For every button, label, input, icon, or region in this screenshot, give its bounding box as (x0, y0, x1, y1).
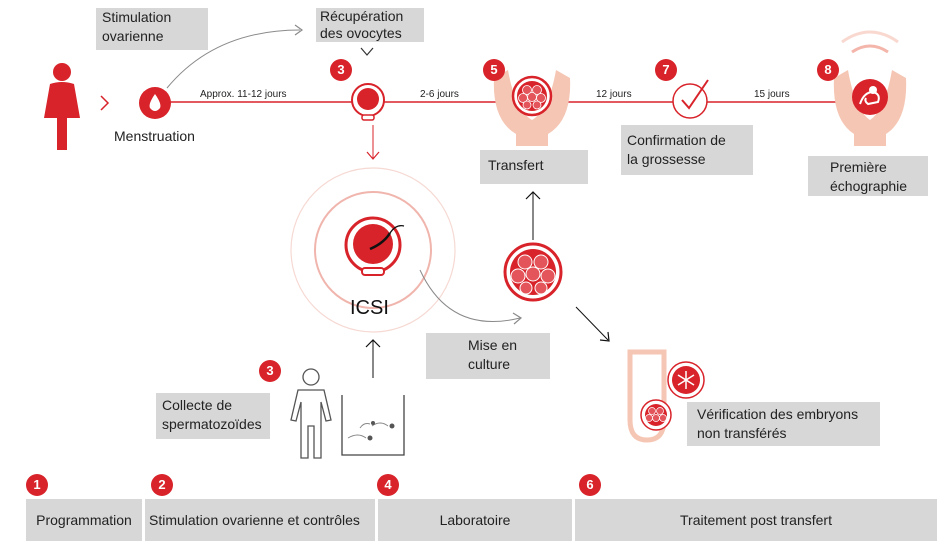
duration-3: 12 jours (596, 89, 632, 100)
wave-inner (851, 44, 889, 54)
icsi-egg-icon (344, 216, 405, 276)
echo-box: Première échographie (808, 156, 928, 196)
arrow-head-recuperation (294, 24, 304, 36)
phase-badge-6: 6 (579, 474, 601, 496)
embryo-cluster-icon (503, 242, 563, 302)
arrow-diag-verif (575, 306, 609, 341)
transfert-label: Transfert (488, 157, 544, 173)
culture-box: Mise en culture (426, 333, 550, 379)
sperm-beaker-icon (341, 395, 405, 456)
phase-stimulation-label: Stimulation ovarienne et contrôles (149, 512, 360, 528)
recuperation-box: Récupération des ovocytes (316, 8, 424, 42)
phase-laboratoire: Laboratoire (378, 499, 572, 541)
arrow-head-verif (599, 331, 610, 342)
confirmation-line2: la grossesse (627, 151, 706, 167)
culture-line2: culture (468, 356, 511, 372)
step-badge-5: 5 (483, 59, 505, 81)
collecte-line1: Collecte de (162, 397, 233, 413)
step-badge-8: 8 (817, 59, 839, 81)
duration-2: 2-6 jours (420, 89, 459, 100)
wave-outer (841, 30, 899, 44)
duration-4: 15 jours (754, 89, 790, 100)
recuperation-line2: des ovocytes (320, 25, 402, 41)
echo-line1: Première (830, 159, 887, 175)
verification-line1: Vérification des embryons (697, 406, 859, 422)
phase-post-transfert-label: Traitement post transfert (680, 512, 832, 528)
step-badge-3-bottom: 3 (259, 360, 281, 382)
stimulation-line1: Stimulation (102, 9, 172, 25)
arrow-head-collecte (365, 339, 381, 348)
duration-1: Approx. 11-12 jours (200, 89, 287, 100)
icsi-label: ICSI (350, 297, 389, 319)
step-badge-3-top: 3 (330, 59, 352, 81)
check-circle-icon (672, 79, 709, 119)
step-badge-7: 7 (655, 59, 677, 81)
collecte-line2: spermatozoïdes (162, 416, 262, 432)
transfert-box: Transfert (480, 150, 588, 184)
phase-badge-1: 1 (26, 474, 48, 496)
confirmation-box: Confirmation de la grossesse (621, 125, 753, 175)
menstruation-label: Menstruation (114, 128, 195, 144)
arrow-head-transfert (525, 191, 541, 200)
recuperation-line1: Récupération (320, 8, 404, 24)
stimulation-box: Stimulation ovarienne (96, 8, 208, 50)
oocyte-icon (351, 83, 385, 121)
curve-arrow-recuperation (166, 29, 301, 89)
phase-stimulation: Stimulation ovarienne et contrôles (145, 499, 375, 541)
man-icon (290, 368, 332, 459)
phase-badge-4: 4 (377, 474, 399, 496)
verification-line2: non transférés (697, 425, 787, 441)
phase-laboratoire-label: Laboratoire (439, 512, 511, 528)
phase-badge-2: 2 (151, 474, 173, 496)
icsi-outer-ring (290, 167, 456, 333)
icsi-middle-ring (314, 191, 432, 309)
verification-box: Vérification des embryons non transférés (687, 402, 880, 446)
collecte-box: Collecte de spermatozoïdes (156, 393, 270, 439)
curve-arrow-culture (419, 269, 521, 322)
woman-icon (44, 63, 80, 150)
arrow-head-icsi (366, 151, 380, 160)
chevron-right-icon (100, 95, 110, 111)
chevron-down-icon (360, 47, 374, 56)
menstruation-drop-icon (139, 87, 171, 119)
uterus-echo-icon (833, 70, 907, 146)
phase-programmation-label: Programmation (36, 512, 132, 528)
confirmation-line1: Confirmation de (627, 132, 726, 148)
uterus-transfert-icon (493, 70, 571, 146)
phase-programmation: Programmation (26, 499, 142, 541)
test-tube-icon (627, 349, 705, 443)
arrow-head-culture (512, 312, 523, 325)
phase-post-transfert: Traitement post transfert (575, 499, 937, 541)
stimulation-line2: ovarienne (102, 28, 164, 44)
culture-line1: Mise en (468, 337, 518, 353)
echo-line2: échographie (830, 178, 908, 194)
